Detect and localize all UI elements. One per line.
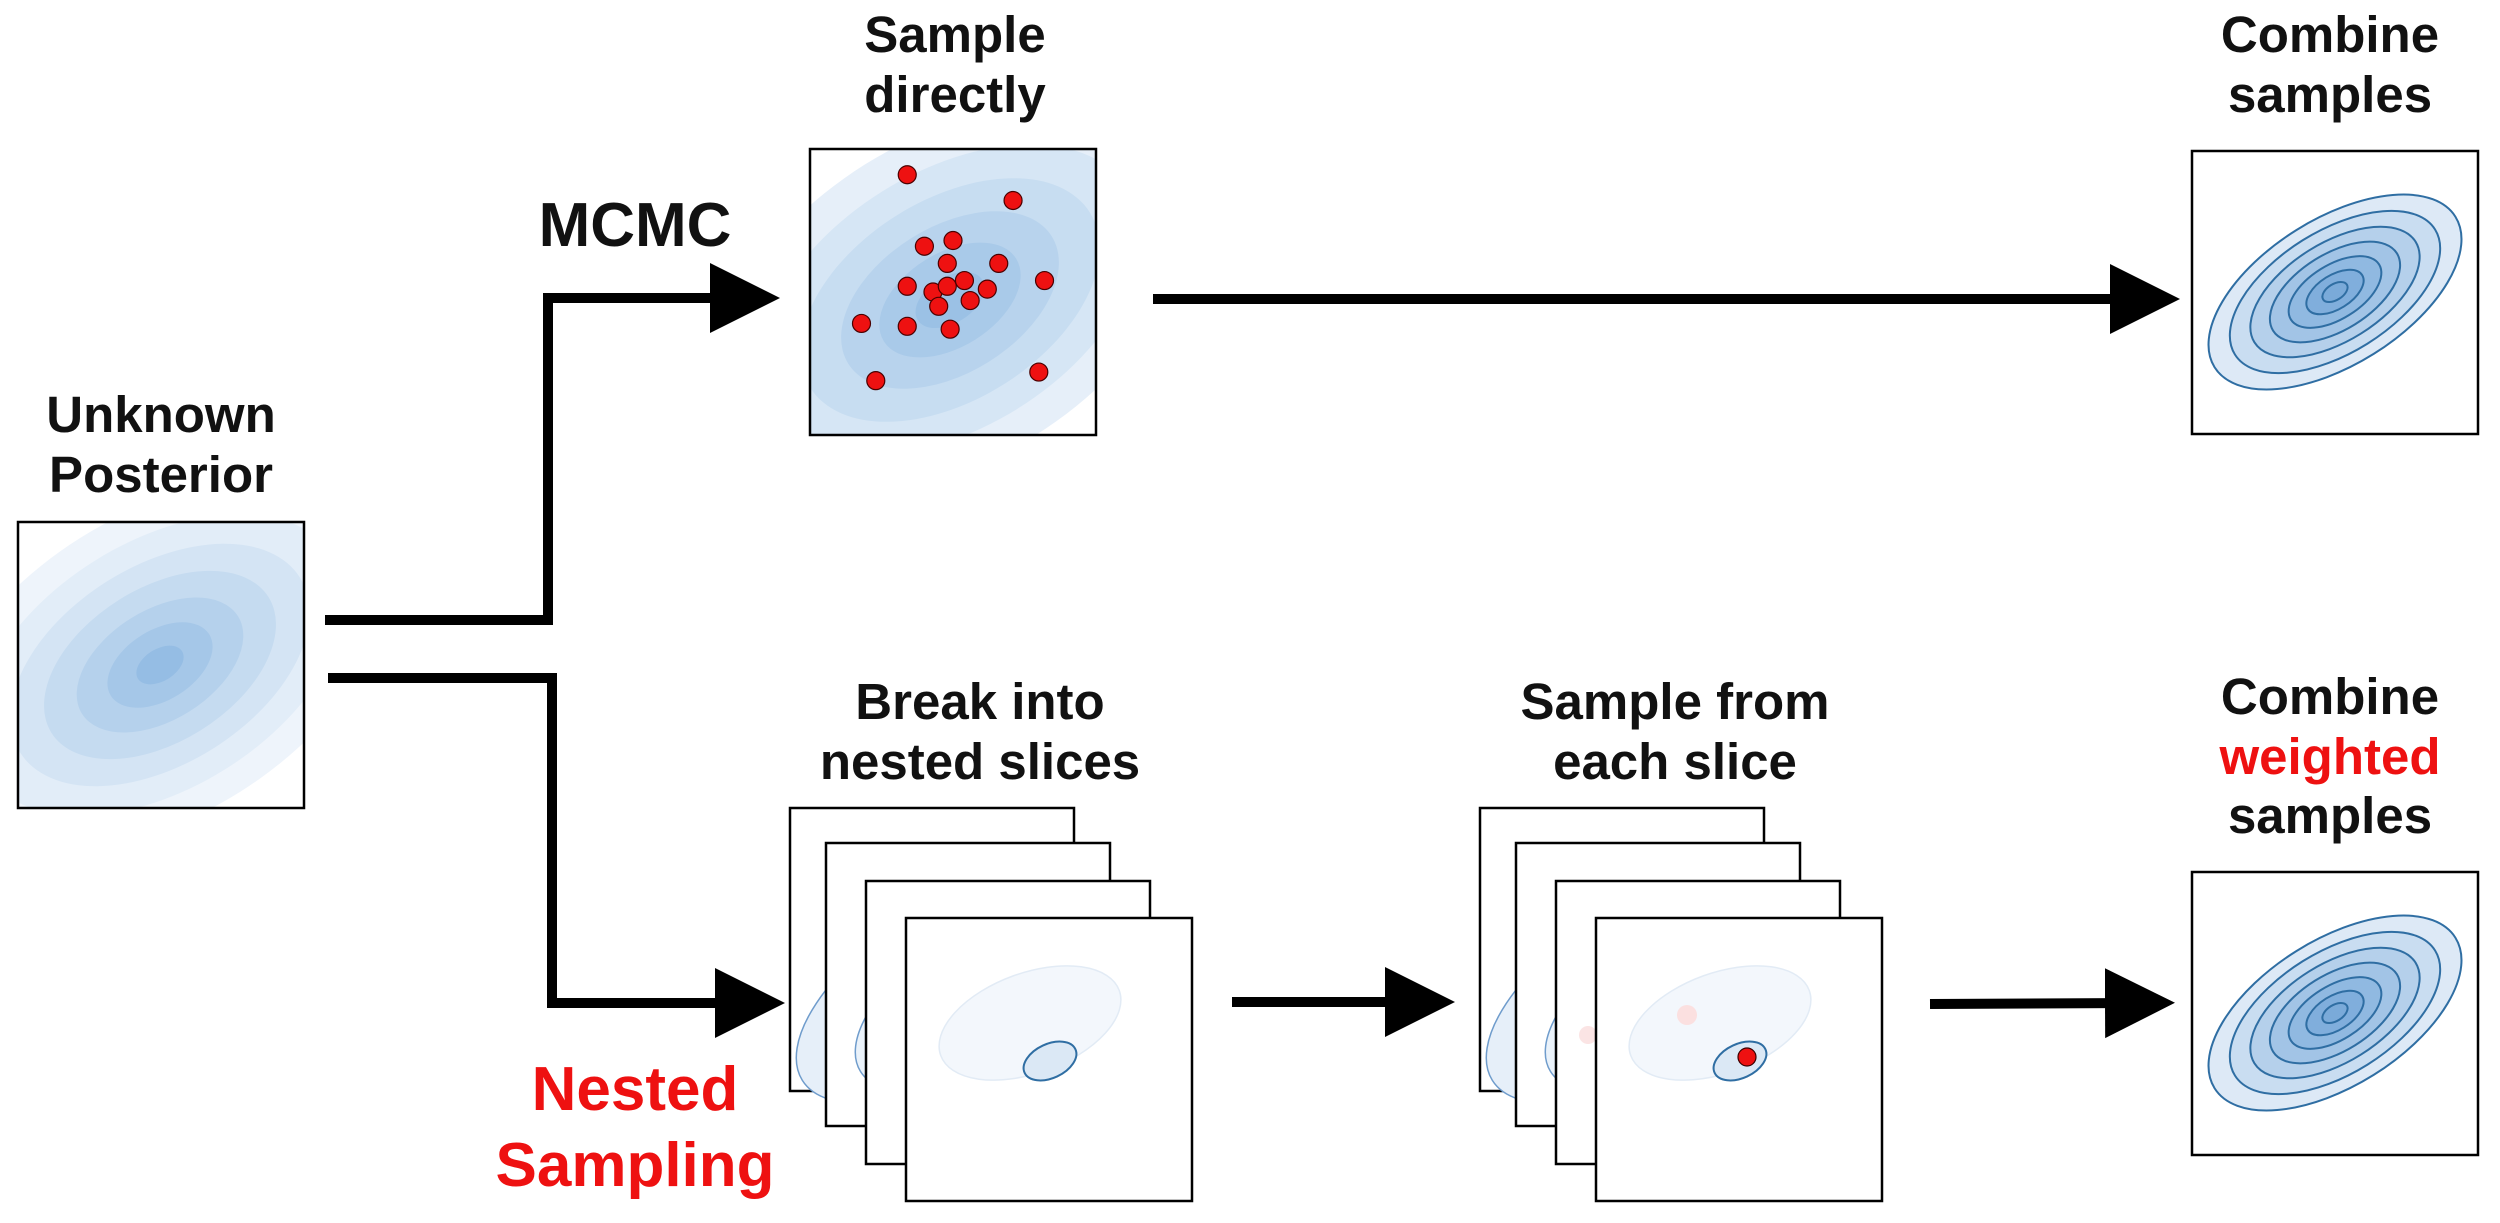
mcmc-sample-point	[940, 319, 960, 339]
nested-slices-stack	[788, 806, 1194, 1203]
mcmc-sample-point	[960, 290, 980, 311]
combine-weighted-panel	[2190, 870, 2480, 1157]
unknown-posterior-panel	[16, 520, 306, 810]
nested-sampling-label: Nested Sampling	[495, 1055, 775, 1200]
mcmc-sample-point	[897, 165, 917, 185]
slice-samples-stack	[1478, 806, 1884, 1203]
mcmc-sample-frame	[808, 147, 1098, 437]
samples-to-weighted-arrow	[1929, 968, 2175, 1039]
combine-weighted-label: Combine weighted samples	[2219, 668, 2441, 845]
combined-contours	[2207, 193, 2463, 391]
weighted-contours	[2207, 914, 2463, 1112]
mcmc-sample-point	[929, 296, 949, 316]
unknown-posterior-frame	[16, 520, 306, 810]
mcmc-sample-point	[866, 371, 886, 391]
mcmc-sample-points	[851, 165, 1055, 391]
mcmc-sample-point	[954, 270, 975, 291]
posterior-density-blob	[18, 522, 304, 808]
mcmc-sample-point	[937, 253, 957, 273]
arrows	[325, 263, 2180, 1039]
combine-samples-label: Combine samples	[2220, 6, 2440, 123]
mcmc-label: MCMC	[538, 191, 732, 260]
mcmc-sample-point	[914, 236, 935, 256]
slice-sample-point	[1737, 1047, 1757, 1067]
mcmc-sample-panel	[808, 147, 1098, 437]
mcmc-sample-point	[1003, 190, 1023, 211]
nested-branch-arrow	[328, 673, 785, 1038]
combine-samples-panel	[2190, 149, 2480, 436]
mcmc-branch-arrow	[325, 263, 780, 625]
mcmc-sample-point	[989, 253, 1009, 273]
mcmc-sample-point	[851, 313, 872, 334]
sample-directly-label: Sample directly	[864, 6, 1046, 123]
current-slice	[1022, 1040, 1078, 1082]
unknown-posterior-label: Unknown Posterior	[46, 386, 276, 503]
mcmc-sample-point	[937, 276, 957, 296]
mcmc-sample-point	[897, 276, 917, 296]
mcmc-sample-point	[897, 316, 917, 336]
mcmc-sample-point	[943, 230, 963, 251]
mcmc-sample-point	[1034, 270, 1055, 291]
break-slices-label: Break into nested slices	[819, 673, 1141, 790]
mcmc-sample-point	[1029, 362, 1049, 382]
mcmc-density-blob	[810, 149, 1096, 435]
sample-each-slice-label: Sample from each slice	[1520, 673, 1830, 790]
mcmc-sample-point	[977, 279, 997, 299]
